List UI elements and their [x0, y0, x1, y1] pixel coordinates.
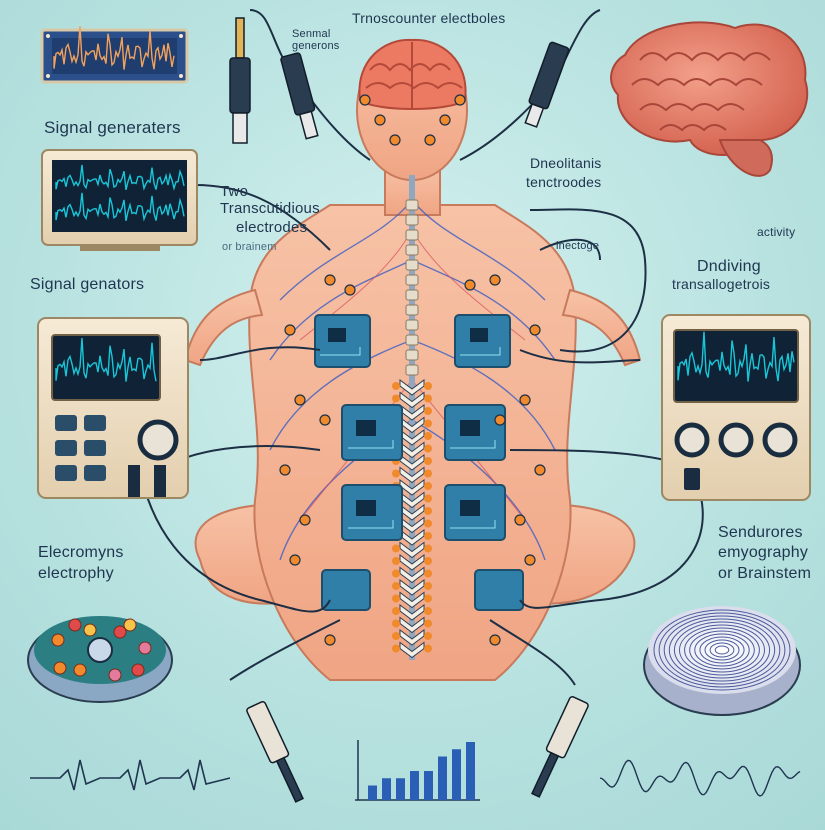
label-or-brainstem-small: or brainem — [222, 241, 277, 253]
label-signal-generators-left: Signal generaters — [44, 118, 181, 138]
bar — [368, 786, 377, 801]
label-dndiving: Dndiving — [697, 258, 761, 276]
bar — [452, 749, 461, 800]
bar — [382, 778, 391, 800]
sine-waveform-icon — [600, 760, 800, 796]
bar — [466, 742, 475, 800]
label-dneolitative: Dneolitanis — [530, 155, 601, 171]
label-emyography: emyography — [718, 544, 808, 562]
label-two: Two — [220, 183, 248, 200]
coil-pad-icon — [644, 606, 800, 715]
label-transcutaneous: Transcutidious — [220, 200, 320, 217]
label-top-electrodes: Trnoscounter electboles — [352, 10, 506, 26]
ecg-waveform-icon — [30, 760, 230, 790]
bar-chart — [355, 740, 480, 800]
monitor-icon — [42, 150, 197, 251]
signal-generator-left — [38, 318, 188, 498]
label-signal-generators-small: Senmal generons — [292, 28, 362, 52]
signal-strip-monitor — [42, 26, 187, 82]
label-inectode: inectoge — [556, 240, 599, 252]
bar — [438, 757, 447, 801]
bar — [396, 778, 405, 800]
bar — [410, 771, 419, 800]
bar — [424, 771, 433, 800]
label-sendurores: Sendurores — [718, 524, 803, 542]
label-activity: activity — [757, 225, 795, 239]
label-transallogetrots: transallogetrois — [672, 276, 770, 292]
label-or-brainstem: or Brainstem — [718, 565, 811, 583]
label-electrophy: electrophy — [38, 565, 114, 583]
label-electrodes: electrodes — [236, 219, 307, 236]
signal-generator-right — [662, 315, 810, 500]
brain-icon — [611, 22, 807, 175]
label-tenctrodes: tenctroodes — [526, 174, 601, 190]
decorated-pad-icon — [28, 616, 172, 702]
label-electromyo: Elecromyns — [38, 544, 124, 562]
label-signal-generators-mid: Signal genators — [30, 276, 144, 294]
